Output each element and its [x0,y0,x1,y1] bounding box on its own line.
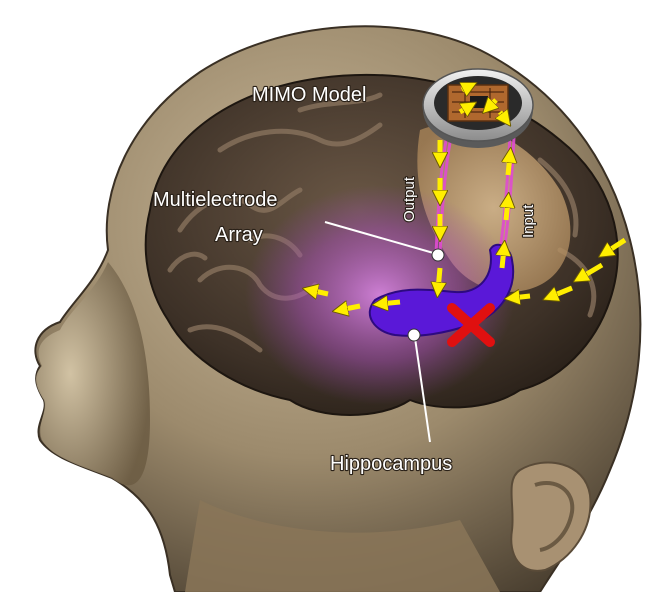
yellow-arrow-icon [438,267,440,290]
yellow-arrow-icon [508,155,510,176]
ear [510,461,592,572]
neck [185,500,500,592]
yellow-arrow-icon [458,106,470,112]
signal-arrows [310,86,627,310]
yellow-arrow-icon [310,290,329,294]
yellow-arrow-icon [462,86,470,90]
label-mimo-model: MIMO Model [252,84,366,106]
yellow-arrow-icon [500,112,506,120]
mimo-chip-icon [422,68,534,148]
pointer-multielectrode [324,221,445,262]
yellow-arrow-icon [512,296,531,298]
label-array: Array [215,224,263,246]
yellow-arrow-icon [502,248,504,269]
yellow-arrow-icon [580,262,604,278]
label-input: Input [520,204,537,238]
face-shading [36,262,150,486]
yellow-arrow-icon [380,302,401,304]
red-x-icon [447,303,495,347]
yellow-arrow-icon [506,200,508,221]
ear-inner [534,481,575,552]
yellow-arrow-icon [340,306,361,310]
yellow-arrow-icon [550,285,573,297]
yellow-arrow-icon [488,100,496,108]
label-multielectrode: Multielectrode [153,189,278,211]
label-output: Output [401,176,418,222]
label-hippocampus: Hippocampus [330,453,452,475]
pointer-hippocampus [407,328,431,443]
yellow-arrow-icon [605,237,627,253]
